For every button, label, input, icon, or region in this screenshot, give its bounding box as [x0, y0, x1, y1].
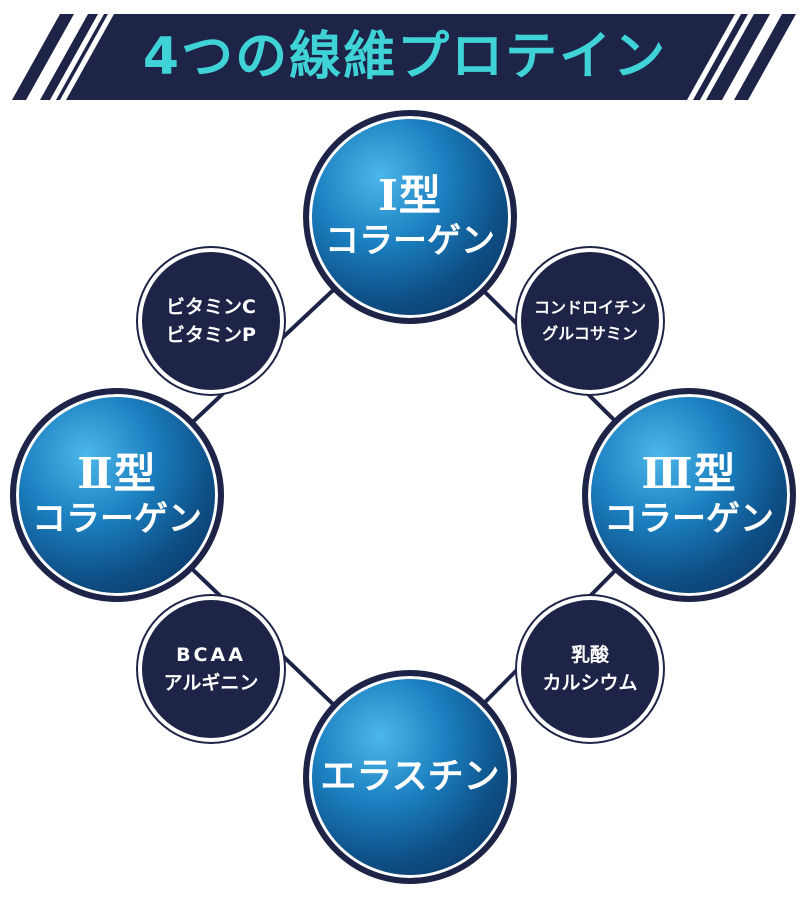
bcaa-line1: BCAA	[176, 644, 246, 666]
banner-stripe-right-gap-2	[700, 14, 754, 100]
lactate-line1: 乳酸	[570, 644, 609, 666]
type2-label: Ⅱ型	[77, 449, 157, 498]
vitamins-line2: ビタミンP	[166, 324, 256, 346]
node-type2-collagen: Ⅱ型 コラーゲン	[10, 388, 224, 602]
banner-stripe-left-1	[12, 14, 74, 100]
banner-stripe-right-gap	[687, 14, 741, 100]
vitamins-line1: ビタミンC	[166, 296, 256, 318]
banner-stripe-right-1	[734, 14, 796, 100]
type3-label: Ⅲ型	[641, 449, 737, 498]
elastin-name: エラスチン	[320, 756, 500, 797]
node-type1-collagen: Ⅰ型 コラーゲン	[303, 110, 517, 324]
banner-title: 4つの線維プロテイン	[142, 27, 668, 87]
banner-background	[12, 14, 796, 100]
bcaa-line2: アルギニン	[163, 672, 259, 694]
node-chondroitin: コンドロイチン グルコサミン	[517, 248, 663, 394]
type2-name: コラーゲン	[32, 499, 202, 539]
banner-stripe-left-gap-2	[60, 14, 114, 100]
type1-label: Ⅰ型	[378, 171, 442, 220]
chondroitin-line2: グルコサミン	[542, 324, 638, 343]
fiber-protein-diagram: Ⅰ型 コラーゲン Ⅱ型 コラーゲン Ⅲ型 コラーゲン エラスチン ビタミンC ビ…	[0, 110, 810, 900]
node-vitamins: ビタミンC ビタミンP	[138, 248, 284, 394]
chondroitin-line1: コンドロイチン	[533, 298, 646, 317]
node-bcaa: BCAA アルギニン	[138, 596, 284, 742]
type3-name: コラーゲン	[604, 499, 774, 539]
title-banner: 4つの線維プロテイン	[0, 10, 810, 104]
node-lactate: 乳酸 カルシウム	[517, 596, 663, 742]
type1-name: コラーゲン	[325, 221, 495, 261]
node-type3-collagen: Ⅲ型 コラーゲン	[582, 388, 796, 602]
node-elastin: エラスチン	[303, 670, 517, 884]
banner-stripe-left-gap	[50, 14, 104, 100]
lactate-line2: カルシウム	[542, 672, 638, 694]
